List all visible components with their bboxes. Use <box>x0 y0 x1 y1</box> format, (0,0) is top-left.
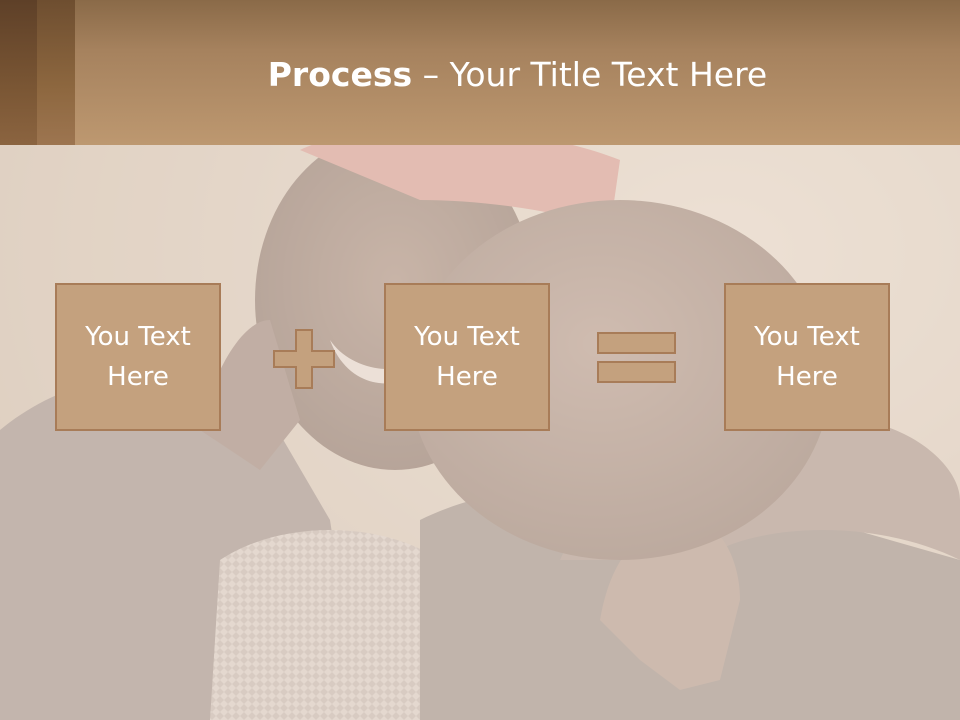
slide-title-bold: Process <box>267 55 413 94</box>
slide-title-rest: – Your Title Text Here <box>412 55 768 94</box>
process-step-3-text: You Text Here <box>754 322 860 392</box>
title-bar <box>0 0 960 145</box>
slide-title: Process – Your Title Text Here <box>75 52 960 98</box>
process-step-3[interactable]: You Text Here <box>724 283 890 431</box>
process-step-2-text: You Text Here <box>414 322 520 392</box>
process-step-1-text: You Text Here <box>85 322 191 392</box>
equals-icon <box>597 332 676 383</box>
header-accent-stripe-mid <box>37 0 75 145</box>
process-step-2[interactable]: You Text Here <box>384 283 550 431</box>
photo-wash-overlay <box>0 145 960 720</box>
plus-icon <box>273 329 335 389</box>
process-step-1[interactable]: You Text Here <box>55 283 221 431</box>
header-accent-stripe-dark <box>0 0 37 145</box>
